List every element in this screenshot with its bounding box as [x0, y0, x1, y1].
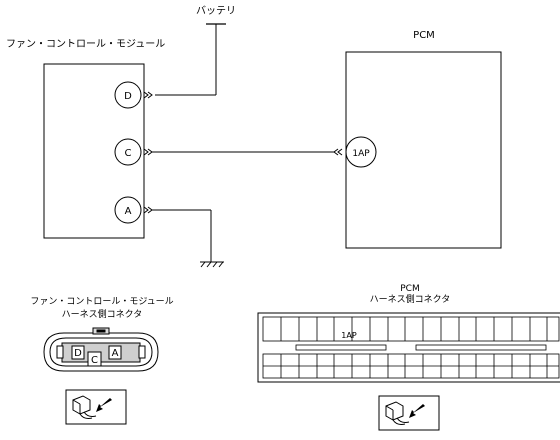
- pcm-pin-1ap-circle: [345, 136, 377, 168]
- fan-connector-face: [43, 327, 159, 372]
- fan-cavity-a: A: [112, 348, 119, 359]
- pcm-label: PCM: [413, 30, 435, 41]
- fan-connector-title-2: ハーネス側コネクタ: [62, 308, 143, 320]
- fan-cavity-c: C: [91, 355, 98, 366]
- pcm-connector-title-2: ハーネス側コネクタ: [370, 293, 451, 305]
- battery-wire: [155, 24, 217, 96]
- fan-module-label: ファン・コントロール・モジュール: [6, 39, 165, 50]
- pcm-grid-1ap-label: 1AP: [341, 331, 357, 340]
- fan-connector-view-icon: [65, 389, 127, 425]
- pin-d-connector-mark: [143, 91, 153, 99]
- pcm-pin-connector-mark: [333, 148, 343, 156]
- pcm-connector-view-icon: [378, 395, 440, 431]
- ground-symbol: [200, 261, 224, 268]
- pin-d-circle: [114, 81, 142, 109]
- fan-connector-title-1: ファン・コントロール・モジュール: [30, 297, 173, 307]
- pcm-pin-1ap-label: 1AP: [352, 149, 370, 159]
- pcm-connector-face: [257, 312, 560, 383]
- fan-cavity-d: D: [74, 348, 82, 359]
- pin-a-circle: [114, 196, 142, 224]
- ground-wire: [152, 209, 212, 262]
- pin-a-connector-mark: [143, 206, 153, 214]
- pin-d-label: D: [124, 91, 132, 102]
- battery-label: バッテリ: [196, 5, 236, 17]
- pin-a-label: A: [125, 206, 132, 217]
- pin-c-circle: [114, 138, 142, 166]
- pcm-connector-title-1: PCM: [400, 284, 419, 294]
- pin-c-connector-mark: [143, 148, 153, 156]
- pin-c-label: C: [125, 148, 132, 159]
